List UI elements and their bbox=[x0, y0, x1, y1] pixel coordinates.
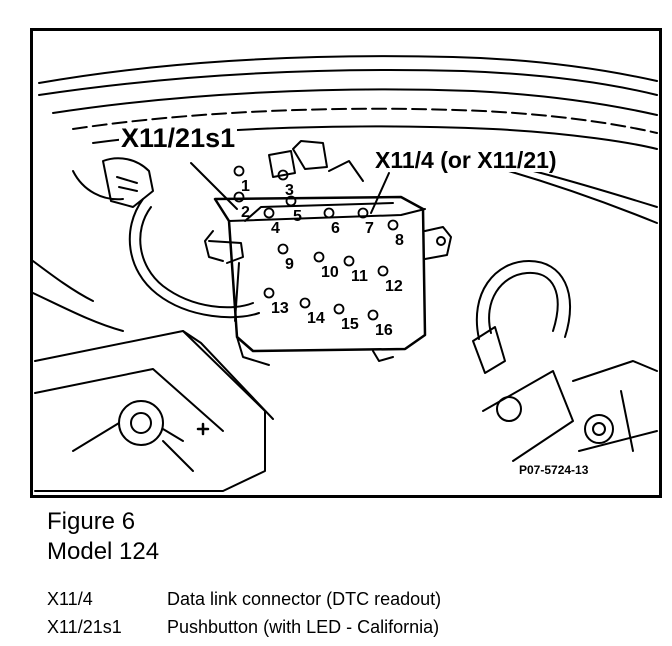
connector-pin bbox=[263, 287, 275, 299]
figure-reference-id: P07-5724-13 bbox=[517, 463, 591, 477]
connector-pin bbox=[233, 165, 245, 177]
connector-pin bbox=[357, 207, 369, 219]
connector-pin bbox=[333, 303, 345, 315]
connector-pin bbox=[299, 297, 311, 309]
pin-number-label: 5 bbox=[293, 208, 302, 225]
connector-pin bbox=[263, 207, 275, 219]
pin-number-label: 7 bbox=[365, 220, 374, 237]
connector-pin bbox=[377, 265, 389, 277]
pin-number-label: 12 bbox=[385, 278, 403, 295]
pin-number-label: 15 bbox=[341, 316, 359, 333]
right-components bbox=[472, 260, 658, 462]
legend-description: Pushbutton (with LED - California) bbox=[167, 617, 440, 637]
pin-number-label: 14 bbox=[307, 310, 325, 327]
pin-number-label: 4 bbox=[271, 220, 280, 237]
battery-box bbox=[34, 330, 274, 492]
connector-pin bbox=[313, 251, 325, 263]
connector-housing bbox=[204, 140, 452, 366]
callout-pushbutton-label: X11/21s1 bbox=[119, 123, 238, 153]
hose-left bbox=[33, 157, 260, 332]
pin-number-label: 8 bbox=[395, 232, 404, 249]
callout-connector-label: X11/4 (or X11/21) bbox=[373, 147, 559, 173]
connector-pin bbox=[343, 255, 355, 267]
pin-number-label: 6 bbox=[331, 220, 340, 237]
pin-number-label: 11 bbox=[351, 268, 368, 285]
pin-number-label: 16 bbox=[375, 322, 393, 339]
connector-pin bbox=[387, 219, 399, 231]
connector-pin bbox=[323, 207, 335, 219]
legend-description: Data link connector (DTC readout) bbox=[167, 589, 442, 609]
pin-number-label: 10 bbox=[321, 264, 339, 281]
connector-pin bbox=[233, 191, 245, 203]
figure-caption: Figure 6 bbox=[47, 508, 136, 535]
pin-number-label: 2 bbox=[241, 204, 250, 221]
pin-number-label: 3 bbox=[285, 182, 294, 199]
pin-number-label: 9 bbox=[285, 256, 294, 273]
connector-pin bbox=[285, 195, 297, 207]
pin-number-label: 13 bbox=[271, 300, 289, 317]
model-caption: Model 124 bbox=[47, 538, 160, 565]
legend-code: X11/4 bbox=[47, 589, 93, 609]
legend-code: X11/21s1 bbox=[47, 617, 122, 637]
connector-pin bbox=[367, 309, 379, 321]
connector-pin bbox=[277, 169, 289, 181]
connector-pin bbox=[277, 243, 289, 255]
leader-lines bbox=[190, 162, 390, 214]
pin-number-label: 1 bbox=[241, 178, 250, 195]
